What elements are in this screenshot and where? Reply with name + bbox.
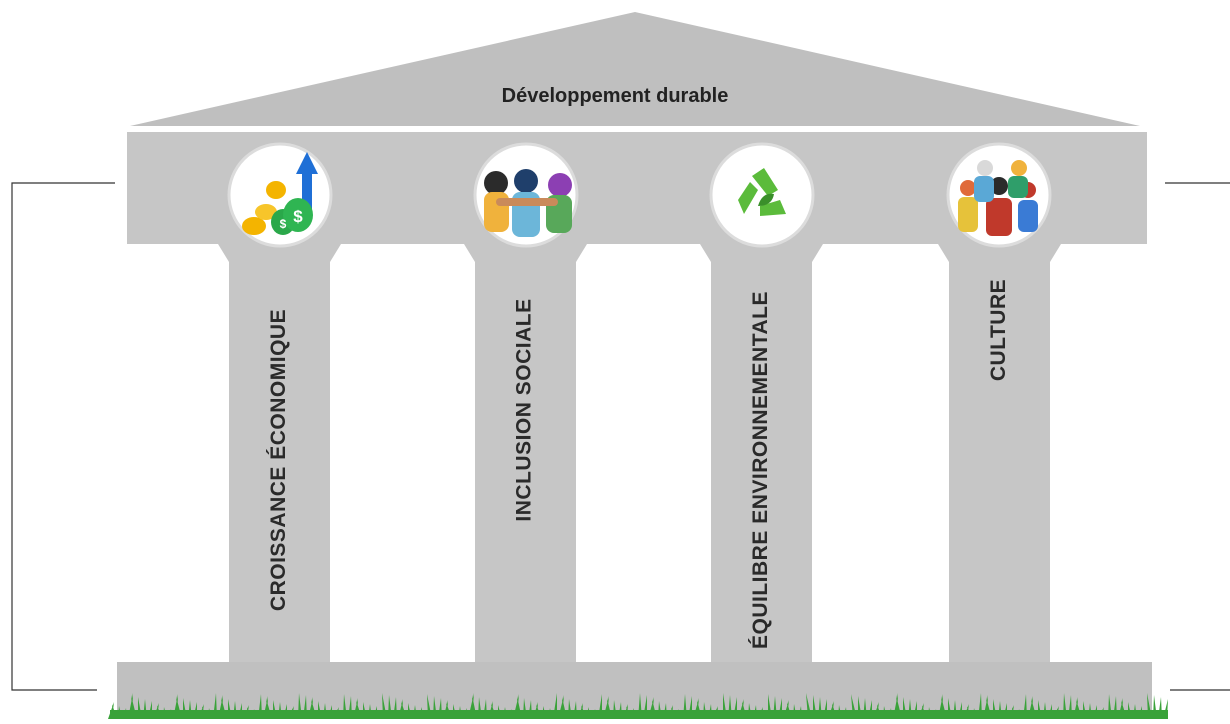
pillar-label-croissance-economique: CROISSANCE ÉCONOMIQUE [229,250,329,670]
pillar-label-culture: CULTURE [949,120,1049,540]
people-group-icon [473,142,579,248]
svg-text:$: $ [280,217,287,231]
recycle-icon [709,142,815,248]
money-growth-icon: $ $ [227,142,333,248]
diverse-people-icon [946,142,1052,248]
pediment-roof [130,12,1140,126]
temple-base [117,662,1152,718]
pillar-label-text: INCLUSION SOCIALE [513,298,536,522]
pillar-label-text: CULTURE [987,278,1011,382]
left-bracket [11,182,115,691]
grass-ground [110,710,1168,719]
columns [218,244,1061,662]
pillar-label-equilibre-environnementale: ÉQUILIBRE ENVIRONNEMENTALE [711,260,811,680]
svg-text:$: $ [293,207,303,226]
pillar-label-text: CROISSANCE ÉCONOMIQUE [267,308,291,612]
right-bracket [1165,182,1230,691]
pillar-label-inclusion-sociale: INCLUSION SOCIALE [475,200,575,620]
grass-strip [108,693,1168,719]
page-title: Développement durable [501,85,729,107]
pillar-label-text: ÉQUILIBRE ENVIRONNEMENTALE [749,291,772,649]
